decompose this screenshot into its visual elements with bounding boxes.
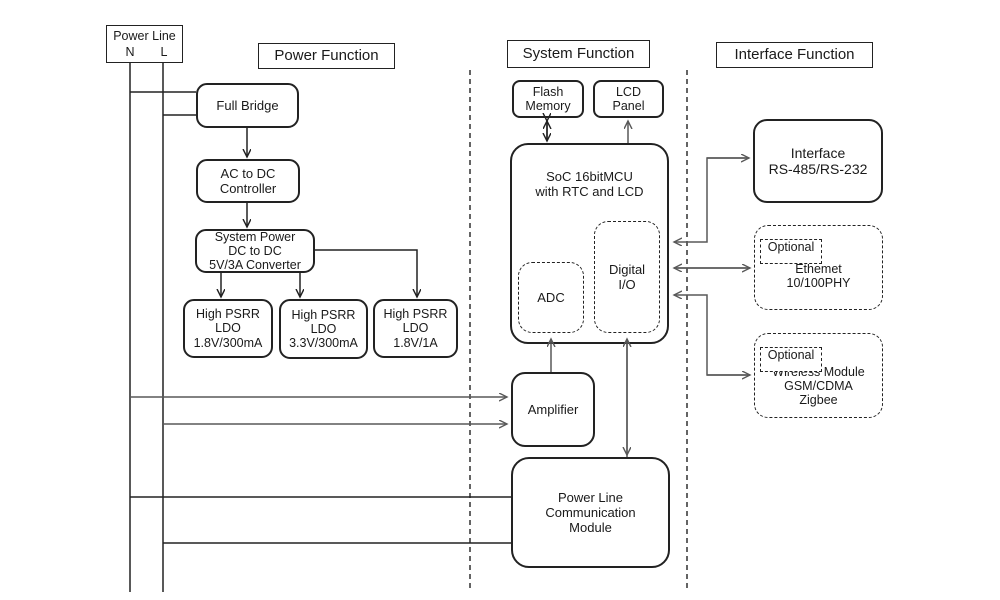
arrow-wireless-to-soc	[674, 295, 750, 376]
lcd-panel-block: LCD Panel	[593, 80, 664, 118]
ldo1-label-1: High PSRR	[196, 307, 260, 322]
converter-label-3: 5V/3A Converter	[209, 258, 301, 273]
full-bridge-block: Full Bridge	[196, 83, 299, 128]
wireless-label-2: GSM/CDMA	[784, 379, 853, 394]
ldo2-label-1: High PSRR	[291, 307, 356, 322]
ethernet-block: Optional Ethemet 10/100PHY	[754, 225, 883, 310]
rs485-interface-block: Interface RS-485/RS-232	[753, 119, 883, 203]
ac-dc-controller-block: AC to DC Controller	[196, 159, 300, 203]
flash-label-2: Memory	[525, 99, 571, 113]
ac-dc-label-1: AC to DC	[220, 165, 276, 181]
rs485-label-1: Interface	[790, 144, 846, 161]
converter-label-1: System Power	[214, 229, 296, 244]
flash-label-1: Flash	[532, 84, 564, 99]
rs485-label-2: RS-485/RS-232	[768, 161, 868, 177]
power-function-title-label: Power Function	[274, 47, 379, 65]
interface-function-section-title: Interface Function	[716, 42, 873, 68]
soc-label-1: SoC 16bitMCU	[546, 169, 633, 184]
power-line-label: Power Line	[113, 29, 176, 43]
power-line-terminals: N L	[107, 45, 182, 61]
arrow-converter-to-ldo3	[315, 249, 417, 297]
plc-module-block: Power Line Communication Module	[511, 457, 670, 568]
amplifier-block: Amplifier	[511, 372, 595, 447]
plc-label-1: Power Line	[557, 489, 624, 505]
wireless-optional-tag: Optional	[760, 347, 822, 372]
wireless-module-block: Optional Wireless Module GSM/CDMA Zigbee	[754, 333, 883, 418]
ldo-1v8-1a-block: High PSRR LDO 1.8V/1A	[373, 299, 458, 358]
interface-function-title-label: Interface Function	[734, 46, 855, 64]
adc-label: ADC	[537, 289, 565, 305]
ldo2-label-2: LDO	[310, 321, 337, 336]
amplifier-label: Amplifier	[527, 401, 579, 417]
flash-memory-block: Flash Memory	[512, 80, 584, 118]
system-function-title-label: System Function	[522, 45, 635, 63]
ldo-1v8-300ma-block: High PSRR LDO 1.8V/300mA	[183, 299, 273, 358]
ethernet-label-2: 10/100PHY	[786, 276, 851, 291]
ldo1-label-2: LDO	[215, 321, 241, 336]
ldo1-label-3: 1.8V/300mA	[193, 335, 263, 350]
terminal-l-label: L	[160, 45, 168, 59]
plc-label-2: Communication	[545, 504, 636, 520]
dc-dc-converter-block: System Power DC to DC 5V/3A Converter	[195, 229, 315, 273]
ldo3-label-1: High PSRR	[383, 307, 448, 322]
lcd-label-2: Panel	[612, 99, 645, 113]
power-function-section-title: Power Function	[258, 43, 395, 69]
soc-label-2: with RTC and LCD	[535, 184, 644, 200]
system-function-section-title: System Function	[507, 40, 650, 68]
ldo3-label-3: 1.8V/1A	[393, 335, 438, 350]
digital-io-label-2: I/O	[618, 277, 636, 292]
arrow-rs485-to-soc	[674, 157, 749, 242]
ldo3-label-2: LDO	[402, 321, 429, 336]
full-bridge-label: Full Bridge	[216, 97, 279, 113]
ac-dc-label-2: Controller	[219, 181, 277, 196]
lcd-label-1: LCD	[615, 84, 641, 99]
wireless-label-3: Zigbee	[799, 393, 838, 408]
ethernet-optional-tag: Optional	[760, 239, 822, 264]
digital-io-sub-block: Digital I/O	[594, 221, 660, 333]
digital-io-label-1: Digital	[608, 261, 646, 277]
ldo2-label-3: 3.3V/300mA	[289, 336, 358, 351]
power-line-source-block: Power Line N L	[106, 25, 183, 63]
plc-label-3: Module	[569, 520, 612, 536]
terminal-n-label: N	[125, 45, 135, 59]
ldo-3v3-300ma-block: High PSRR LDO 3.3V/300mA	[279, 299, 368, 359]
converter-label-2: DC to DC	[228, 243, 282, 258]
ethernet-label-1: Ethemet	[795, 262, 842, 276]
adc-sub-block: ADC	[518, 262, 584, 333]
